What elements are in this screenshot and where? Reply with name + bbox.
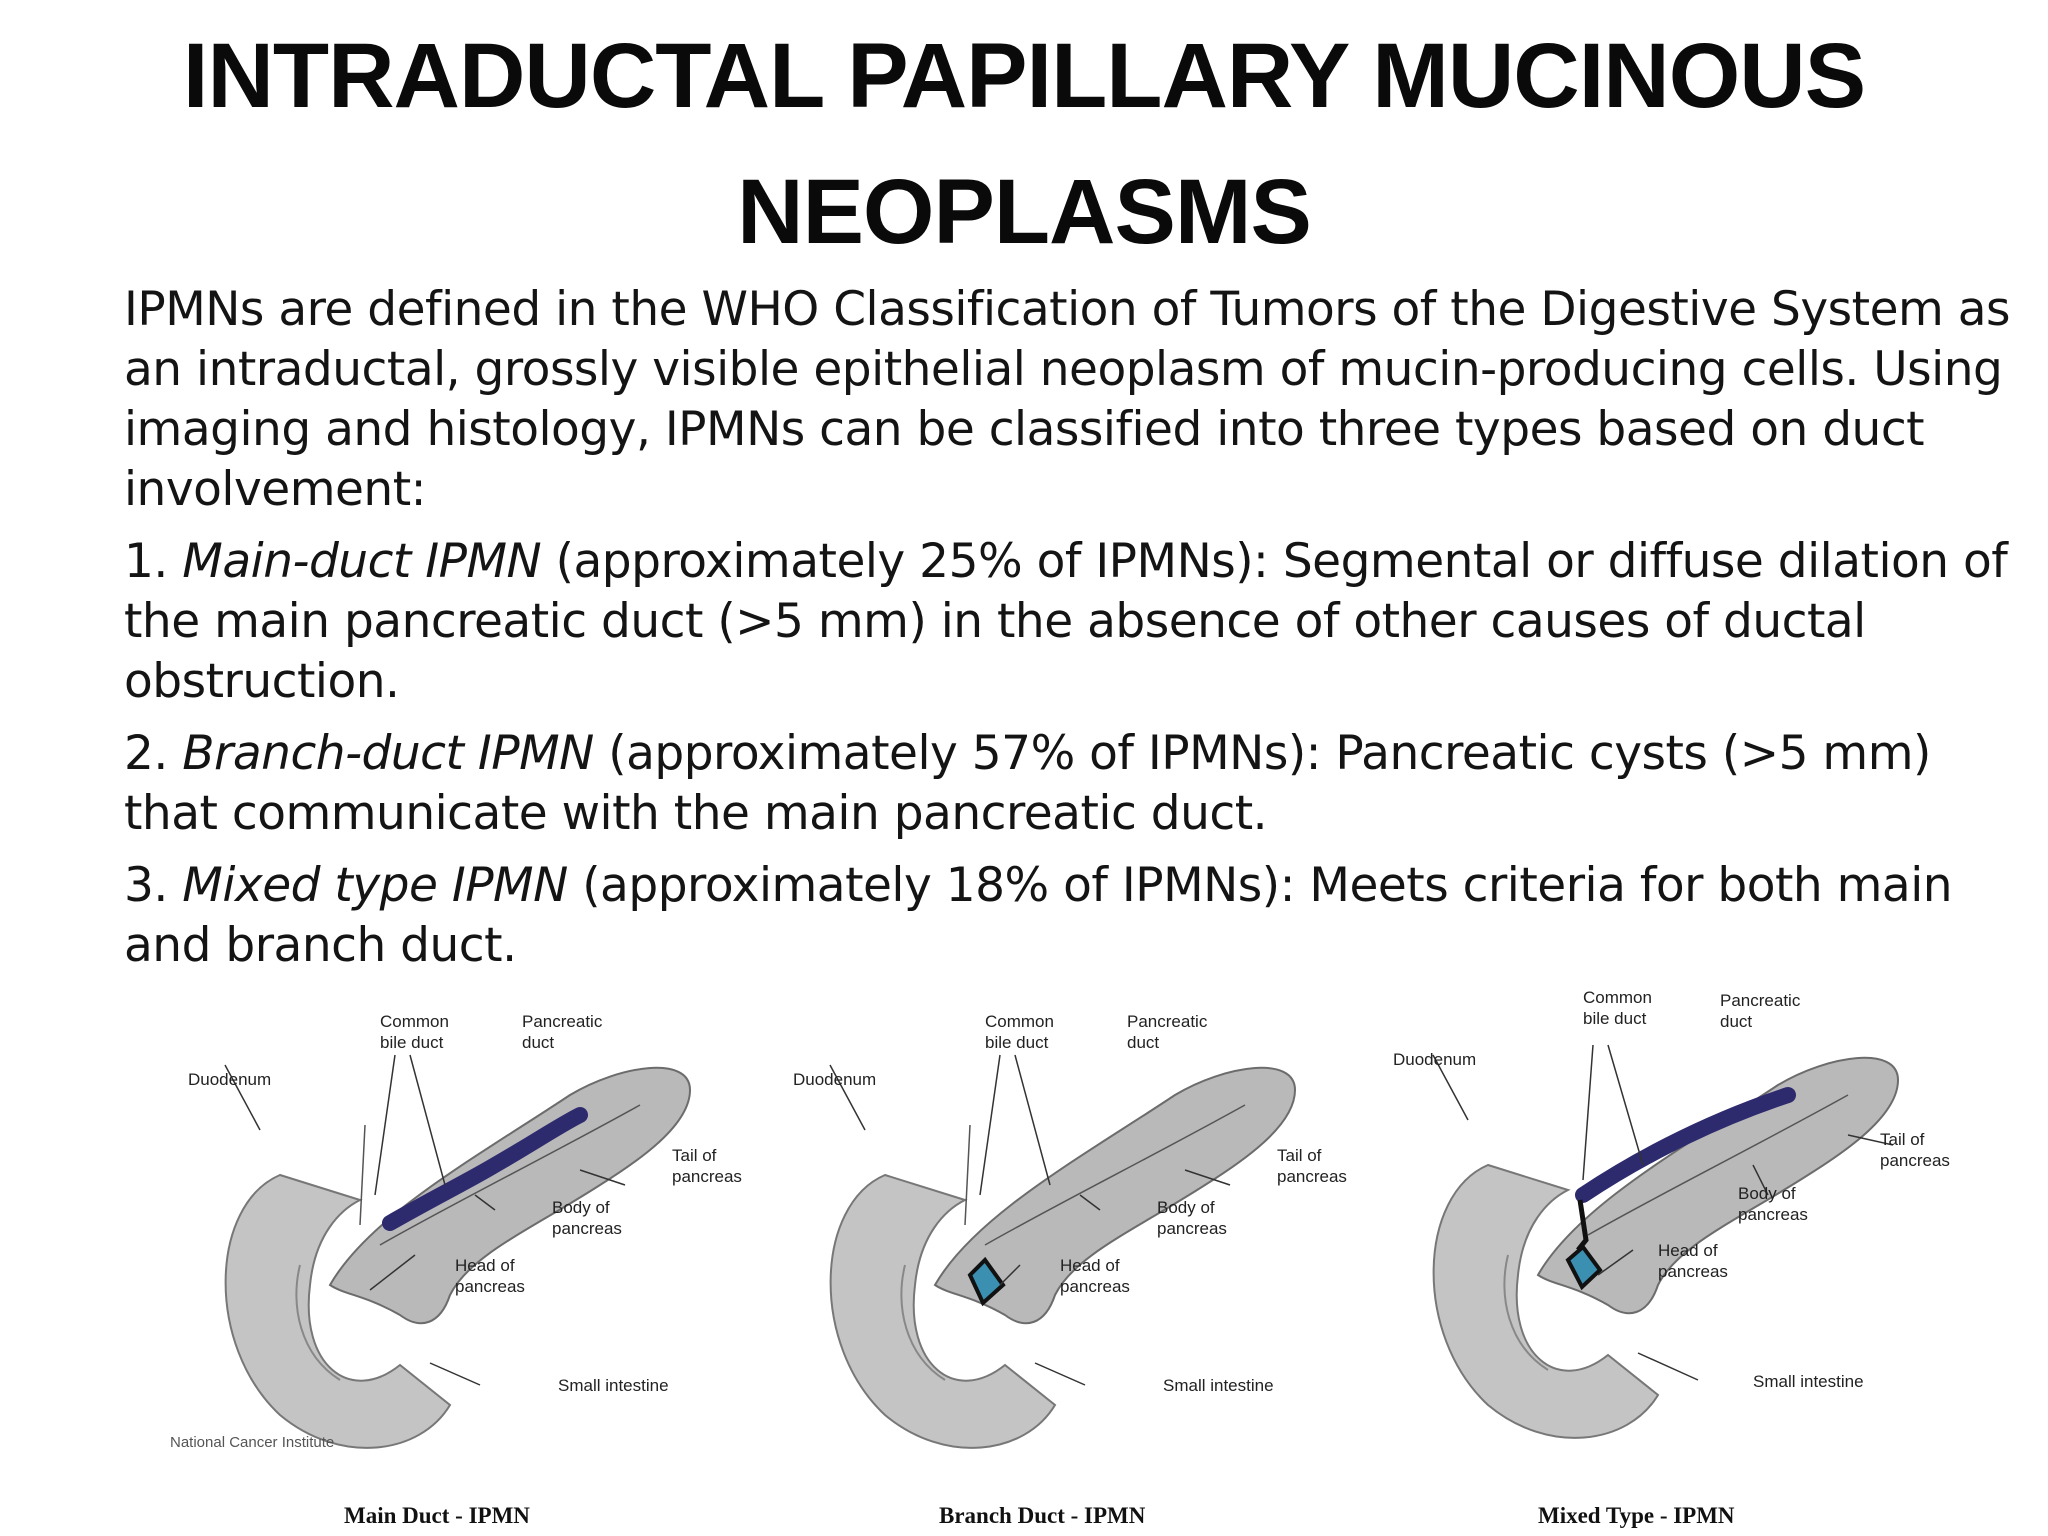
pancreas-illustration <box>1432 1044 1900 1439</box>
label-pancreatic-duct: Pancreatic duct <box>1720 991 1801 1031</box>
ipmn-illustration: Common bile duct Pancreatic duct Duodenu… <box>150 985 2020 1536</box>
label-body: Body of pancreas <box>1157 1198 1227 1238</box>
label-body: Body of pancreas <box>1738 1184 1808 1224</box>
item-number: 1. <box>124 534 168 589</box>
panel-main-duct: Common bile duct Pancreatic duct Duodenu… <box>150 985 750 1536</box>
label-duodenum: Duodenum <box>188 1070 272 1089</box>
item-text: (approximately 57% of IPMNs): Pancreatic… <box>124 726 1931 841</box>
label-pancreatic-duct: Pancreatic duct <box>522 1012 603 1052</box>
label-tail: Tail of pancreas <box>672 1146 742 1186</box>
title-line-2: NEOPLASMS <box>737 161 1312 263</box>
label-small-intestine: Small intestine <box>558 1376 669 1395</box>
item-name: Branch-duct IPMN <box>182 726 594 781</box>
label-head: Head of pancreas <box>455 1256 525 1296</box>
list-item: 3. Mixed type IPMN (approximately 18% of… <box>124 856 2024 976</box>
list-item: 1. Main-duct IPMN (approximately 25% of … <box>124 532 2024 712</box>
label-common-bile-duct: Common bile duct <box>1583 988 1652 1028</box>
label-head: Head of pancreas <box>1658 1241 1728 1281</box>
label-common-bile-duct: Common bile duct <box>985 1012 1054 1052</box>
label-body: Body of pancreas <box>552 1198 622 1238</box>
label-pancreatic-duct: Pancreatic duct <box>1127 1012 1208 1052</box>
title-line-1: INTRADUCTAL PAPILLARY MUCINOUS <box>182 25 1866 127</box>
item-text: (approximately 25% of IPMNs): Segmental … <box>124 534 2008 709</box>
slide-body: IPMNs are defined in the WHO Classificat… <box>124 280 2024 988</box>
panel-branch-duct: Common bile duct Pancreatic duct Duodenu… <box>755 985 1355 1536</box>
label-tail: Tail of pancreas <box>1277 1146 1347 1186</box>
pancreas-illustration <box>829 1054 1297 1449</box>
label-common-bile-duct: Common bile duct <box>380 1012 449 1052</box>
pancreas-illustration <box>224 1054 692 1449</box>
item-text: (approximately 18% of IPMNs): Meets crit… <box>124 858 1953 973</box>
label-duodenum: Duodenum <box>793 1070 877 1089</box>
caption-branch-duct: Branch Duct - IPMN <box>939 1503 1146 1528</box>
panel-mixed-type: Common bile duct Pancreatic duct Duodenu… <box>1368 985 1968 1536</box>
item-number: 3. <box>124 858 168 913</box>
label-small-intestine: Small intestine <box>1753 1372 1864 1391</box>
slide-title: INTRADUCTAL PAPILLARY MUCINOUS NEOPLASMS <box>0 8 2048 280</box>
caption-mixed-type: Mixed Type - IPMN <box>1538 1503 1735 1528</box>
item-name: Main-duct IPMN <box>182 534 542 589</box>
label-duodenum: Duodenum <box>1393 1050 1477 1069</box>
list-item: 2. Branch-duct IPMN (approximately 57% o… <box>124 724 2024 844</box>
item-number: 2. <box>124 726 168 781</box>
caption-main-duct: Main Duct - IPMN <box>344 1503 530 1528</box>
item-name: Mixed type IPMN <box>182 858 568 913</box>
label-head: Head of pancreas <box>1060 1256 1130 1296</box>
intro-paragraph: IPMNs are defined in the WHO Classificat… <box>124 282 2011 517</box>
label-small-intestine: Small intestine <box>1163 1376 1274 1395</box>
label-tail: Tail of pancreas <box>1880 1130 1950 1170</box>
image-credit: National Cancer Institute <box>170 1434 335 1451</box>
